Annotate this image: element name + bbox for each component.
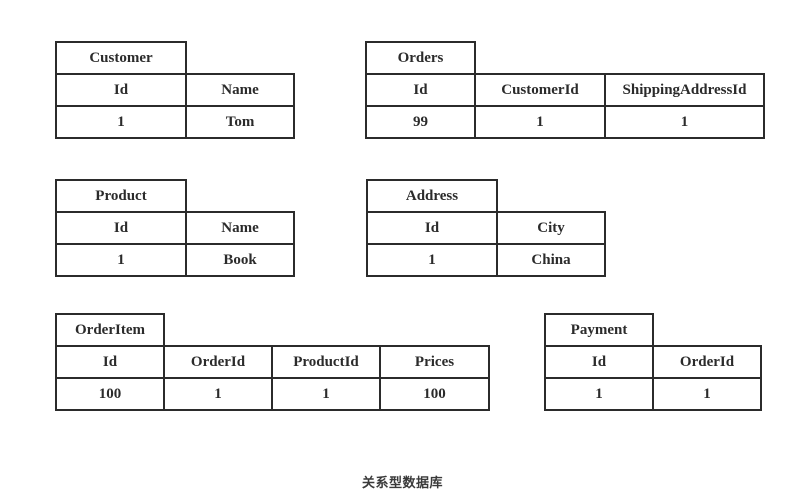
column-header-customerid: CustomerId <box>474 73 606 107</box>
column-header-productid: ProductId <box>271 345 381 379</box>
column-header-name: Name <box>185 73 295 107</box>
column-header-id: Id <box>55 73 187 107</box>
table-customer: Customer Id Name 1 Tom <box>55 41 295 139</box>
table-title-address: Address <box>366 179 498 213</box>
cell-orderid: 1 <box>652 377 762 411</box>
cell-id: 1 <box>544 377 654 411</box>
table-title-row: OrderItem <box>55 313 489 347</box>
cell-name: Tom <box>185 105 295 139</box>
table-title-row: Payment <box>544 313 761 347</box>
cell-id: 1 <box>366 243 498 277</box>
table-header-row: Id OrderId ProductId Prices <box>55 345 490 379</box>
column-header-id: Id <box>55 211 187 245</box>
cell-id: 1 <box>55 243 187 277</box>
table-title-payment: Payment <box>544 313 654 347</box>
spacer-cell <box>186 180 294 212</box>
table-header-row: Id Name <box>55 211 295 245</box>
spacer-cell <box>653 314 761 346</box>
column-header-id: Id <box>366 211 498 245</box>
cell-id: 100 <box>55 377 165 411</box>
column-header-name: Name <box>185 211 295 245</box>
spacer-cell <box>186 42 294 74</box>
table-title-row: Orders <box>365 41 764 75</box>
column-header-id: Id <box>365 73 476 107</box>
cell-customerid: 1 <box>474 105 606 139</box>
table-header-row: Id OrderId <box>544 345 762 379</box>
spacer-cell <box>164 314 272 346</box>
table-row: 1 Book <box>55 243 295 277</box>
table-header-row: Id CustomerId ShippingAddressId <box>365 73 765 107</box>
spacer-cell <box>475 42 605 74</box>
table-row: 1 China <box>366 243 606 277</box>
cell-prices: 100 <box>379 377 490 411</box>
column-header-prices: Prices <box>379 345 490 379</box>
spacer-cell <box>605 42 764 74</box>
table-title-orders: Orders <box>365 41 476 75</box>
spacer-cell <box>380 314 489 346</box>
table-header-row: Id City <box>366 211 606 245</box>
cell-name: Book <box>185 243 295 277</box>
column-header-id: Id <box>55 345 165 379</box>
spacer-cell <box>497 180 605 212</box>
cell-orderid: 1 <box>163 377 273 411</box>
table-title-row: Customer <box>55 41 294 75</box>
table-orders: Orders Id CustomerId ShippingAddressId 9… <box>365 41 765 139</box>
cell-productid: 1 <box>271 377 381 411</box>
table-header-row: Id Name <box>55 73 295 107</box>
column-header-shippingaddressid: ShippingAddressId <box>604 73 765 107</box>
column-header-id: Id <box>544 345 654 379</box>
table-row: 99 1 1 <box>365 105 765 139</box>
table-title-product: Product <box>55 179 187 213</box>
table-title-orderitem: OrderItem <box>55 313 165 347</box>
table-address: Address Id City 1 China <box>366 179 606 277</box>
column-header-orderid: OrderId <box>652 345 762 379</box>
table-orderitem: OrderItem Id OrderId ProductId Prices 10… <box>55 313 490 411</box>
table-row: 1 Tom <box>55 105 295 139</box>
table-payment: Payment Id OrderId 1 1 <box>544 313 762 411</box>
cell-id: 99 <box>365 105 476 139</box>
table-title-row: Product <box>55 179 294 213</box>
cell-shippingaddressid: 1 <box>604 105 765 139</box>
diagram-caption: 关系型数据库 <box>361 476 443 491</box>
table-title-row: Address <box>366 179 605 213</box>
cell-city: China <box>496 243 606 277</box>
table-row: 100 1 1 100 <box>55 377 490 411</box>
table-row: 1 1 <box>544 377 762 411</box>
table-title-customer: Customer <box>55 41 187 75</box>
spacer-cell <box>272 314 380 346</box>
column-header-city: City <box>496 211 606 245</box>
cell-id: 1 <box>55 105 187 139</box>
column-header-orderid: OrderId <box>163 345 273 379</box>
table-product: Product Id Name 1 Book <box>55 179 295 277</box>
